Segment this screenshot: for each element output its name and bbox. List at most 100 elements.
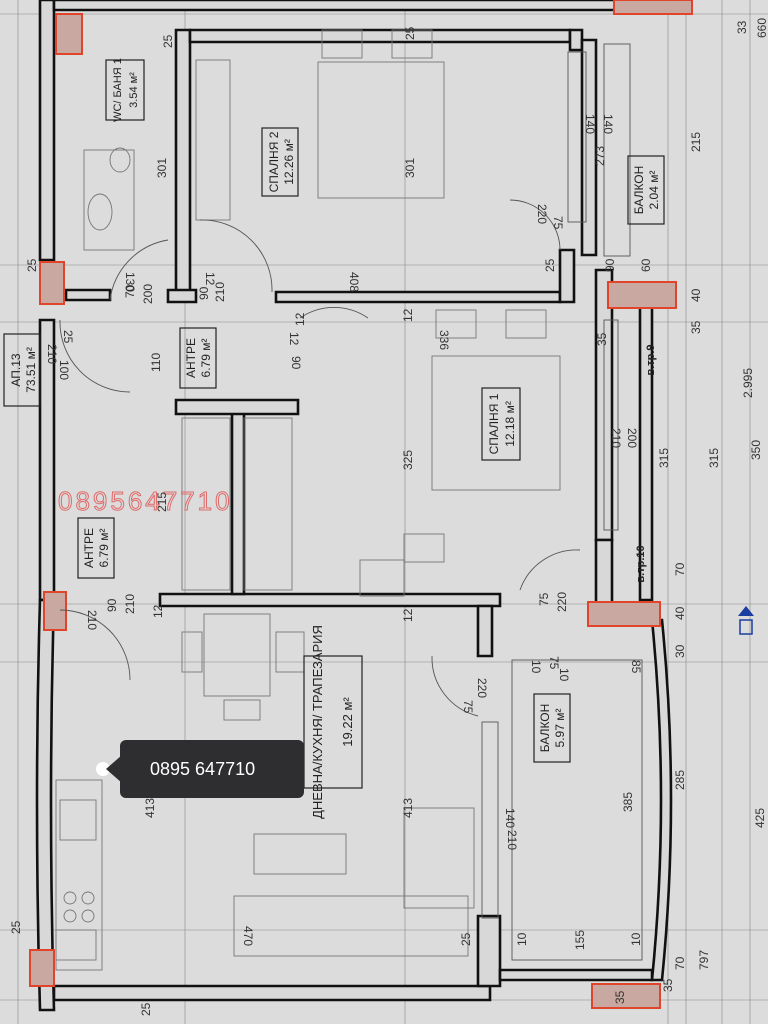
shaft10-label: в.тр.10 (635, 545, 647, 582)
dim-label: 25 (9, 920, 23, 934)
dim-label: 25 (61, 330, 75, 344)
hall-upper-area: 6.79 м² (199, 339, 213, 378)
room-label-hall-lower: АНТРЕ 6.79 м² (77, 517, 115, 579)
dim-label: 35 (689, 320, 703, 334)
north-arrow-icon (738, 606, 754, 635)
dim-label: 10 (515, 932, 529, 946)
dim-label: 30 (673, 644, 687, 658)
dim-label: 220 (535, 204, 549, 224)
dim-label: 215 (689, 132, 703, 152)
dim-label: 220 (475, 678, 489, 698)
dim-label: 470 (241, 926, 255, 946)
balcony-top-area: 2.04 м² (647, 171, 661, 210)
dim-label: 35 (661, 978, 675, 992)
living-area: 19.22 м² (340, 697, 355, 747)
dim-label: 350 (749, 440, 763, 460)
wc-bath-name: WC/ БАНЯ 1 (112, 58, 124, 122)
bedroom2-name: СПАЛНЯ 2 (267, 131, 281, 192)
dim-label: 301 (403, 158, 417, 178)
dim-label: 408 (347, 272, 361, 292)
badge-pointer-icon (106, 755, 122, 783)
dim-label: 130 (123, 272, 137, 292)
dim-label: 25 (459, 932, 473, 946)
dim-label: 85 (629, 660, 643, 674)
dim-label: 210 (123, 594, 137, 614)
dim-label: 12 (293, 312, 307, 326)
dim-label: 70 (123, 284, 137, 298)
dim-label: 660 (755, 18, 768, 38)
hall-lower-name: АНТРЕ (82, 528, 96, 568)
walls (35, 0, 673, 1012)
dim-label: 12 (151, 604, 165, 618)
dim-label: 33 (735, 20, 749, 34)
room-label-living: ДНЕВНА/КУХНЯ/ ТРАПЕЗАРИЯ 19.22 м² (303, 625, 363, 819)
living-name: ДНЕВНА/КУХНЯ/ ТРАПЕЗАРИЯ (310, 625, 325, 819)
phone-badge[interactable]: 0895 647710 (92, 740, 304, 798)
dim-label: 425 (753, 808, 767, 828)
dim-label: 12 (203, 272, 217, 286)
dim-label: 12 (401, 308, 415, 322)
room-label-bedroom2: СПАЛНЯ 2 12.26 м² (261, 127, 299, 197)
dim-label: 336 (437, 330, 451, 350)
furniture (55, 29, 643, 971)
dim-label: 25 (543, 258, 557, 272)
dim-label: 60 (639, 258, 653, 272)
dim-label: 10 (629, 932, 643, 946)
dim-label: 100 (57, 360, 71, 380)
dim-label: 70 (673, 562, 687, 576)
room-label-wc-bath: WC/ БАНЯ 1 3.54 м² (105, 58, 145, 122)
dim-label: 12 (287, 332, 301, 346)
dim-label: 2.995 (741, 368, 755, 398)
hall-upper-name: АНТРЕ (184, 338, 198, 378)
dim-label: 35 (595, 332, 609, 346)
dim-label: 140 (601, 114, 615, 134)
dim-label: 210 (85, 610, 99, 630)
wc-bath-area: 3.54 м² (128, 72, 140, 108)
dimensions: 25 301 25 301 33 660 215 273 140 140 220… (9, 18, 768, 1016)
dim-label: 273 (593, 146, 607, 166)
phone-watermark: 0895647710 (58, 486, 233, 516)
balcony-top-name: БАЛКОН (632, 166, 646, 215)
dim-label: 140 (583, 114, 597, 134)
dim-label: 90 (197, 286, 211, 300)
dim-label: 155 (573, 930, 587, 950)
dim-label: 200 (625, 428, 639, 448)
dim-label: 90 (289, 356, 303, 370)
dim-label: 90 (603, 258, 617, 272)
dim-label: 35 (613, 990, 627, 1004)
dim-label: 210 (45, 344, 59, 364)
dim-label: 75 (537, 592, 551, 606)
structural-columns (29, 0, 693, 1009)
room-label-balcony-bottom: БАЛКОН 5.97 м² (533, 693, 571, 763)
dim-label: 301 (155, 158, 169, 178)
dim-label: 25 (139, 1002, 153, 1016)
apartment-area: 73.51 м² (24, 347, 38, 393)
dim-label: 325 (401, 450, 415, 470)
balcony-bottom-name: БАЛКОН (538, 704, 552, 753)
dim-label: 10 (557, 668, 571, 682)
dim-label: 285 (673, 770, 687, 790)
room-label-apartment: АП.13 73.51 м² (3, 333, 41, 407)
dim-label: 40 (689, 288, 703, 302)
dim-label: 10 (529, 660, 543, 674)
balcony-bottom-area: 5.97 м² (553, 709, 567, 748)
room-label-bedroom1: СПАЛНЯ 1 12.18 м² (481, 387, 521, 461)
dim-label: 210 (609, 428, 623, 448)
dim-label: 12 (401, 608, 415, 622)
dim-label: 75 (551, 216, 565, 230)
dim-label: 140 (503, 808, 517, 828)
dim-label: 413 (401, 798, 415, 818)
dim-label: 215 (155, 492, 169, 512)
room-label-balcony-top: БАЛКОН 2.04 м² (627, 155, 665, 225)
dim-label: 25 (25, 258, 39, 272)
bedroom1-area: 12.18 м² (503, 401, 517, 447)
apartment-label: АП.13 (9, 353, 23, 387)
dim-label: 200 (141, 284, 155, 304)
dim-label: 385 (621, 792, 635, 812)
dim-label: 413 (143, 798, 157, 818)
dim-label: 90 (105, 598, 119, 612)
dim-label: 110 (149, 353, 163, 372)
dim-label: 75 (461, 700, 475, 714)
bedroom2-area: 12.26 м² (282, 139, 296, 185)
